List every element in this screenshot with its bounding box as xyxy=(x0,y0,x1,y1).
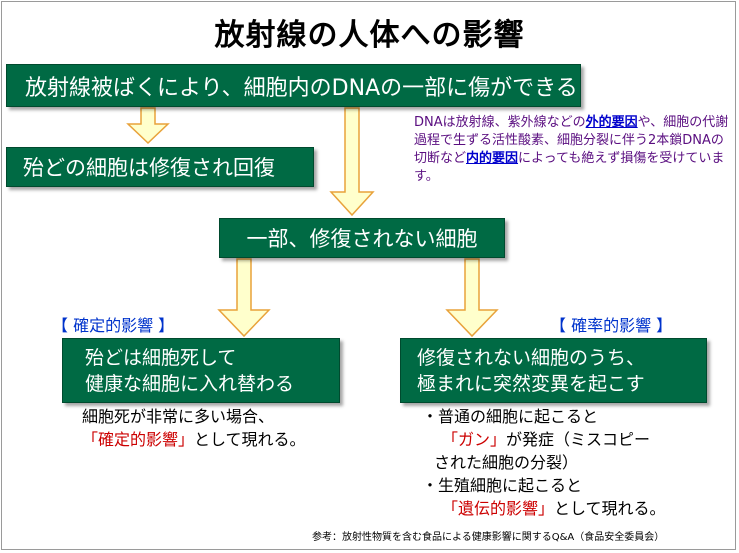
stochastic-description: ・普通の細胞に起こると 「ガン」が発症（ミスコピー された細胞の分裂） ・生殖細… xyxy=(422,405,666,520)
hereditary-term: 「遺伝的影響」 xyxy=(442,499,555,518)
stochastic-box: 修復されない細胞のうち、 極まれに突然変異を起こす xyxy=(400,338,707,403)
note-text-1: DNAは放射線、紫外線などの xyxy=(414,115,586,130)
note-internal-factor: 内的要因 xyxy=(466,151,519,166)
stochastic-label: 【 確率的影響 】 xyxy=(550,316,673,335)
damage-text: 放射線被ばくにより、細胞内のDNAの一部に傷ができる xyxy=(25,75,578,101)
deterministic-box: 殆どは細胞死して 健康な細胞に入れ替わる xyxy=(62,338,340,403)
stochastic-bullet1-rest: が発症（ミスコピー xyxy=(506,430,651,449)
stochastic-line2: 極まれに突然変異を起こす xyxy=(417,372,645,395)
stochastic-bullet1-line2: 「ガン」が発症（ミスコピー xyxy=(422,428,666,451)
deterministic-term: 「確定的影響」 xyxy=(82,430,195,449)
deterministic-line1: 殆どは細胞死して xyxy=(85,346,237,369)
cancer-term: 「ガン」 xyxy=(442,430,507,449)
repaired-box: 殆どの細胞は修復され回復 xyxy=(6,147,314,187)
arrow-to-deterministic xyxy=(217,258,271,338)
reference-note: 参考：放射性物質を含む食品による健康影響に関するQ&A（食品安全委員会） xyxy=(312,532,665,543)
deterministic-desc-line2: 「確定的影響」として現れる。 xyxy=(82,428,306,451)
arrow-to-unrepaired xyxy=(329,107,375,217)
stochastic-bullet2-line2: 「遺伝的影響」として現れる。 xyxy=(422,497,666,520)
deterministic-desc-line1: 細胞死が非常に多い場合、 xyxy=(82,407,275,426)
deterministic-label: 【 確定的影響 】 xyxy=(52,316,175,335)
stochastic-bullet2-rest: として現れる。 xyxy=(554,499,666,518)
dna-note: DNAは放射線、紫外線などの外的要因や、細胞の代謝過程で生ずる活性酸素、細胞分裂… xyxy=(414,114,732,186)
note-text-2: や、細胞の代謝過程で生ずる活性酸素、細胞分裂に伴う2本鎖DNAの切断など xyxy=(414,115,729,166)
stochastic-bullet2: ・生殖細胞に起こると xyxy=(422,476,583,495)
unrepaired-box: 一部、修復されない細胞 xyxy=(219,218,505,258)
repaired-text: 殆どの細胞は修復され回復 xyxy=(23,156,275,180)
stochastic-bullet1-line3: された細胞の分裂） xyxy=(434,453,579,472)
slide-title: 放射線の人体への影響 xyxy=(214,18,525,53)
unrepaired-text: 一部、修復されない細胞 xyxy=(246,227,478,251)
deterministic-line2: 健康な細胞に入れ替わる xyxy=(85,372,295,395)
damage-box: 放射線被ばくにより、細胞内のDNAの一部に傷ができる xyxy=(6,64,581,107)
deterministic-description: 細胞死が非常に多い場合、 「確定的影響」として現れる。 xyxy=(82,405,306,451)
stochastic-line1: 修復されない細胞のうち、 xyxy=(417,346,646,369)
note-external-factor: 外的要因 xyxy=(585,115,638,130)
arrow-to-stochastic xyxy=(445,258,499,338)
deterministic-desc-rest: として現れる。 xyxy=(194,430,306,449)
stochastic-bullet1: ・普通の細胞に起こると xyxy=(422,407,599,426)
note-text-3: によっても絶えず損傷を受けています。 xyxy=(414,151,725,184)
arrow-to-repaired xyxy=(126,107,170,145)
